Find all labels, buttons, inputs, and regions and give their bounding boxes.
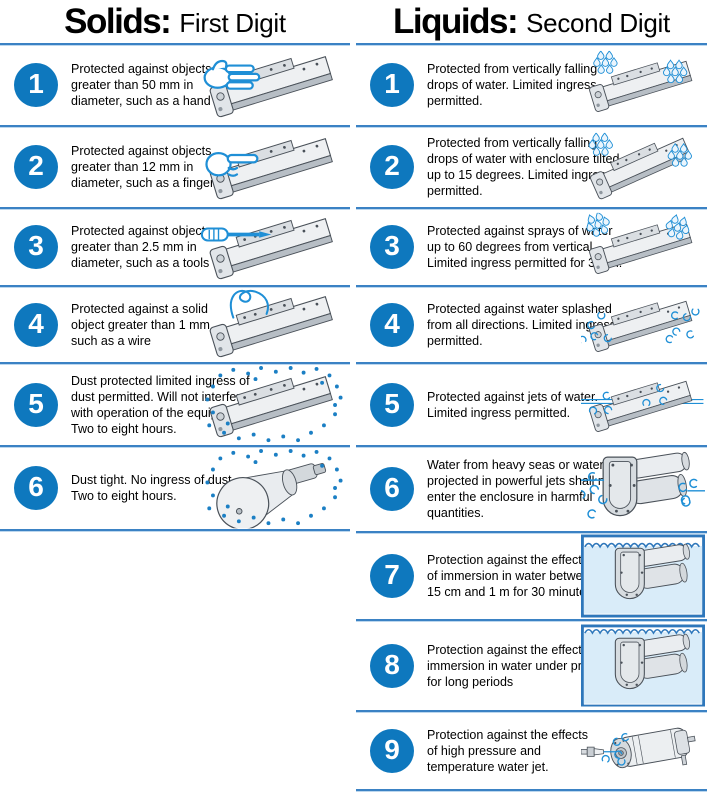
digit-6-badge: 6 <box>14 466 58 510</box>
liquids-column: Liquids: Second Digit 1 Protected from v… <box>356 0 707 791</box>
solids-row-5: 5 Dust protected limited ingress of dust… <box>0 364 350 447</box>
liquids-row-7: 7 Protection against the effects of imme… <box>356 533 707 621</box>
solids-row-6: 6 Dust tight. No ingress of dust. Two to… <box>0 447 350 531</box>
liquids-subtitle: Second Digit <box>526 7 670 38</box>
liquids-row-6: 6 Water from heavy seas or water project… <box>356 447 707 533</box>
solids-row-1: 1 Protected against objects greater than… <box>0 45 350 127</box>
liquids-header: Liquids: Second Digit <box>356 0 707 45</box>
rating-description: Protection against the effects of high p… <box>427 727 588 774</box>
rating-description: Dust tight. No ingress of dust. Two to e… <box>71 473 235 503</box>
actuator-finger-illustration <box>200 126 348 207</box>
actuator-dust-illustration <box>200 364 348 445</box>
solids-title: Solids: <box>64 2 172 41</box>
rating-description: Protected against jets of water. Limited… <box>427 389 598 420</box>
liquids-row-3: 3 Protected against sprays of water up t… <box>356 209 707 287</box>
solids-row-2: 2 Protected against objects greater than… <box>0 127 350 209</box>
motor-immersion-illustration <box>581 534 705 618</box>
digit-5-badge: 5 <box>370 382 414 427</box>
rating-description: Protected against water splashed from al… <box>427 301 616 348</box>
liquids-title: Liquids: <box>393 2 519 41</box>
rating-description: Protected against a solid object greater… <box>71 301 214 348</box>
rating-description: Protected from vertically falling drops … <box>427 136 620 198</box>
actuator-spray-illustration <box>581 212 705 281</box>
actuator-screwdriver-illustration <box>200 206 348 287</box>
rating-description: Protected against objects greater than 2… <box>71 224 212 270</box>
liquids-row-4: 4 Protected against water splashed from … <box>356 287 707 364</box>
digit-3-badge: 3 <box>370 225 414 269</box>
actuator-drops-tilted-illustration <box>581 132 705 201</box>
rating-description: Protected against objects greater than 5… <box>71 62 212 108</box>
liquids-row-2: 2 Protected from vertically falling drop… <box>356 127 707 209</box>
digit-1-badge: 1 <box>14 63 58 107</box>
motor-powerful-jets-illustration <box>581 450 705 528</box>
rating-description: Protection against the effects of immers… <box>427 642 620 689</box>
digit-2-badge: 2 <box>14 145 58 189</box>
cylinder-dust-illustration <box>200 447 348 529</box>
actuator-wire-illustration <box>200 284 348 365</box>
digit-3-badge: 3 <box>14 225 58 269</box>
digit-1-badge: 1 <box>370 63 414 107</box>
digit-4-badge: 4 <box>14 302 58 347</box>
solids-subtitle: First Digit <box>179 7 286 38</box>
solids-column: Solids: First Digit 1 Protected against … <box>0 0 350 531</box>
rating-description: Water from heavy seas or water projected… <box>427 458 616 520</box>
digit-7-badge: 7 <box>370 554 414 598</box>
actuator-splash-illustration <box>581 290 705 358</box>
digit-6-badge: 6 <box>370 467 414 511</box>
liquids-row-5: 5 Protected against jets of water. Limit… <box>356 364 707 447</box>
rating-description: Protected from vertically falling drops … <box>427 62 598 108</box>
rating-description: Protection against the effects of immers… <box>427 553 597 599</box>
solids-row-4: 4 Protected against a solid object great… <box>0 287 350 364</box>
actuator-drops-illustration <box>581 50 705 119</box>
solids-header: Solids: First Digit <box>0 0 350 45</box>
cylinder-highpressure-jet-illustration <box>581 716 705 784</box>
actuator-jets-illustration <box>581 370 705 438</box>
liquids-row-9: 9 Protection against the effects of high… <box>356 712 707 791</box>
digit-5-badge: 5 <box>14 382 58 427</box>
rating-description: Protected against sprays of water up to … <box>427 224 623 270</box>
solids-row-3: 3 Protected against objects greater than… <box>0 209 350 287</box>
motor-immersion-deep-illustration <box>581 624 705 707</box>
digit-4-badge: 4 <box>370 302 414 347</box>
rating-description: Protected against objects greater than 1… <box>71 144 221 190</box>
rating-description: Dust protected limited ingress of dust p… <box>71 373 250 436</box>
digit-9-badge: 9 <box>370 728 414 773</box>
actuator-hand-illustration <box>200 44 348 125</box>
liquids-row-8: 8 Protection against the effects of imme… <box>356 621 707 712</box>
liquids-row-1: 1 Protected from vertically falling drop… <box>356 45 707 127</box>
digit-8-badge: 8 <box>370 643 414 688</box>
digit-2-badge: 2 <box>370 145 414 189</box>
